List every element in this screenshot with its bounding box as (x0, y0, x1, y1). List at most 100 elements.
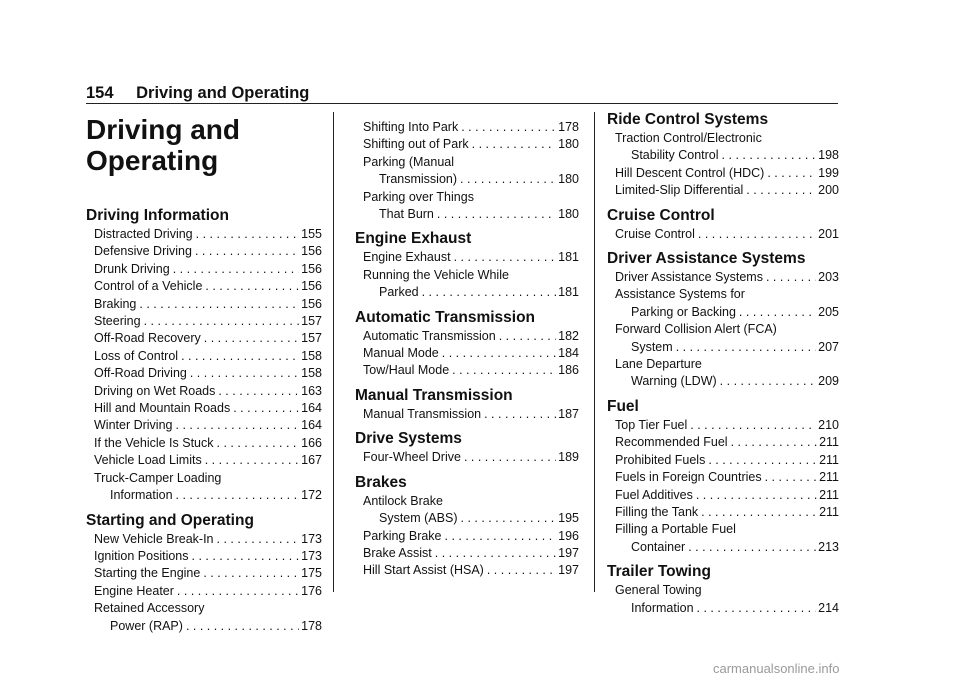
toc-entry-label: Parking over Things (363, 189, 474, 204)
toc-page-number: 164 (301, 418, 322, 433)
toc-entry[interactable]: Hill Start Assist (HSA)197 (363, 562, 579, 579)
toc-entry-label: Drunk Driving (94, 261, 170, 276)
toc-entry-continuation[interactable]: That Burn180 (363, 206, 579, 223)
dot-leader (176, 417, 300, 434)
toc-entry[interactable]: Brake Assist197 (363, 545, 579, 562)
toc-entry[interactable]: Off-Road Recovery157 (94, 330, 322, 347)
toc-entry-continuation[interactable]: Power (RAP)178 (94, 618, 322, 635)
toc-entry-continuation[interactable]: Information172 (94, 487, 322, 504)
toc-entry[interactable]: Top Tier Fuel210 (615, 417, 839, 434)
toc-entry[interactable]: If the Vehicle Is Stuck166 (94, 435, 322, 452)
toc-entry[interactable]: Vehicle Load Limits167 (94, 452, 322, 469)
toc-entry[interactable]: Hill and Mountain Roads164 (94, 400, 322, 417)
toc-entry[interactable]: Drunk Driving156 (94, 261, 322, 278)
toc-entry-continuation[interactable]: Information214 (615, 600, 839, 617)
toc-entry[interactable]: Retained Accessory (94, 600, 322, 617)
toc-entry[interactable]: Driving on Wet Roads163 (94, 383, 322, 400)
toc-entry-continuation[interactable]: System (ABS)195 (363, 510, 579, 527)
toc-entry-label: Hill Descent Control (HDC) (615, 165, 765, 180)
toc-page-number: 211 (819, 504, 839, 519)
toc-entry-continuation[interactable]: Parking or Backing205 (615, 304, 839, 321)
toc-entry-continuation[interactable]: System207 (615, 339, 839, 356)
section-heading: Trailer Towing (607, 563, 711, 581)
toc-entry-label: Off-Road Driving (94, 366, 187, 381)
toc-page-number: 155 (301, 227, 322, 241)
dot-leader (698, 226, 816, 243)
toc-entry[interactable]: Shifting out of Park180 (363, 136, 579, 153)
toc-entry[interactable]: Control of a Vehicle156 (94, 278, 322, 295)
toc-entry[interactable]: Prohibited Fuels211 (615, 452, 839, 469)
toc-entry-continuation[interactable]: Stability Control198 (615, 147, 839, 164)
toc-entry[interactable]: Fuel Additives211 (615, 487, 839, 504)
toc-entry-label: Shifting Into Park (363, 120, 459, 134)
toc-entry[interactable]: Shifting Into Park178 (363, 119, 579, 136)
toc-entry[interactable]: Parking over Things (363, 189, 579, 206)
toc-entry-list: New Vehicle Break-In173Ignition Position… (94, 531, 322, 635)
toc-entry[interactable]: Engine Heater176 (94, 583, 322, 600)
toc-entry[interactable]: Loss of Control158 (94, 348, 322, 365)
dot-leader (217, 435, 300, 452)
toc-entry[interactable]: Fuels in Foreign Countries211 (615, 469, 839, 486)
dot-leader (487, 562, 556, 579)
toc-entry[interactable]: Lane Departure (615, 356, 839, 373)
toc-entry[interactable]: Starting the Engine175 (94, 565, 322, 582)
toc-entry-label: Driving on Wet Roads (94, 383, 216, 398)
toc-entry-continuation[interactable]: Parked181 (363, 284, 579, 301)
toc-entry[interactable]: Four-Wheel Drive189 (363, 449, 579, 466)
toc-entry[interactable]: Manual Transmission187 (363, 406, 579, 423)
toc-page-number: 214 (818, 600, 839, 615)
toc-entry[interactable]: Engine Exhaust181 (363, 249, 579, 266)
toc-entry-label: Fuel Additives (615, 487, 693, 502)
toc-entry[interactable]: Traction Control/Electronic (615, 130, 839, 147)
toc-entry-continuation[interactable]: Transmission)180 (363, 171, 579, 188)
toc-entry[interactable]: Steering157 (94, 313, 322, 330)
toc-entry-label: Loss of Control (94, 348, 179, 363)
toc-entry[interactable]: Parking Brake196 (363, 528, 579, 545)
toc-entry[interactable]: Filling a Portable Fuel (615, 521, 839, 538)
toc-entry-label: Truck-Camper Loading (94, 470, 222, 485)
toc-entry[interactable]: Cruise Control201 (615, 226, 839, 243)
toc-column-2: Shifting Into Park178Shifting out of Par… (355, 110, 579, 580)
toc-entry[interactable]: Parking (Manual (363, 154, 579, 171)
toc-page-number: 157 (301, 314, 322, 329)
toc-entry[interactable]: Ignition Positions173 (94, 548, 322, 565)
toc-entry-continuation[interactable]: Container213 (615, 539, 839, 556)
toc-entry[interactable]: Limited-Slip Differential200 (615, 182, 839, 199)
toc-entry-continuation[interactable]: Warning (LDW)209 (615, 373, 839, 390)
toc-entry[interactable]: Driver Assistance Systems203 (615, 269, 839, 286)
toc-entry[interactable]: Tow/Haul Mode186 (363, 362, 579, 379)
toc-entry[interactable]: Manual Mode184 (363, 345, 579, 362)
toc-entry[interactable]: New Vehicle Break-In173 (94, 531, 322, 548)
toc-entry-label-cont: Information (110, 488, 173, 503)
running-title: Driving and Operating (136, 84, 310, 102)
toc-page-number: 156 (301, 296, 322, 311)
toc-entry[interactable]: Running the Vehicle While (363, 267, 579, 284)
toc-entry-list: Driver Assistance Systems203Assistance S… (615, 269, 839, 391)
dot-leader (233, 400, 299, 417)
toc-entry-label: Starting the Engine (94, 566, 201, 581)
toc-entry[interactable]: Hill Descent Control (HDC)199 (615, 165, 839, 182)
toc-entry[interactable]: Winter Driving 164 (94, 417, 322, 434)
toc-entry-label: Parking Brake (363, 528, 442, 543)
toc-entry[interactable]: Filling the Tank211 (615, 504, 839, 521)
toc-entry[interactable]: Automatic Transmission182 (363, 328, 579, 345)
toc-entry[interactable]: Recommended Fuel211 (615, 434, 839, 451)
dot-leader (746, 182, 816, 199)
dot-leader (139, 296, 299, 313)
dot-leader (676, 339, 816, 356)
toc-entry[interactable]: Off-Road Driving158 (94, 365, 322, 382)
toc-entry-list: Four-Wheel Drive189 (363, 449, 579, 466)
column-divider (333, 112, 334, 592)
toc-entry[interactable]: Distracted Driving155 (94, 226, 322, 243)
toc-entry-label: Tow/Haul Mode (363, 363, 450, 378)
toc-entry-label: Filling a Portable Fuel (615, 522, 736, 537)
toc-entry[interactable]: Forward Collision Alert (FCA) (615, 321, 839, 338)
toc-entry-list: Shifting Into Park178Shifting out of Par… (363, 119, 579, 223)
toc-entry[interactable]: Assistance Systems for (615, 286, 839, 303)
toc-entry[interactable]: Braking156 (94, 296, 322, 313)
toc-entry[interactable]: Truck-Camper Loading (94, 470, 322, 487)
toc-entry[interactable]: Defensive Driving156 (94, 243, 322, 260)
toc-entry[interactable]: Antilock Brake (363, 493, 579, 510)
toc-entry-label: Winter Driving (94, 418, 173, 433)
toc-entry[interactable]: General Towing (615, 582, 839, 599)
